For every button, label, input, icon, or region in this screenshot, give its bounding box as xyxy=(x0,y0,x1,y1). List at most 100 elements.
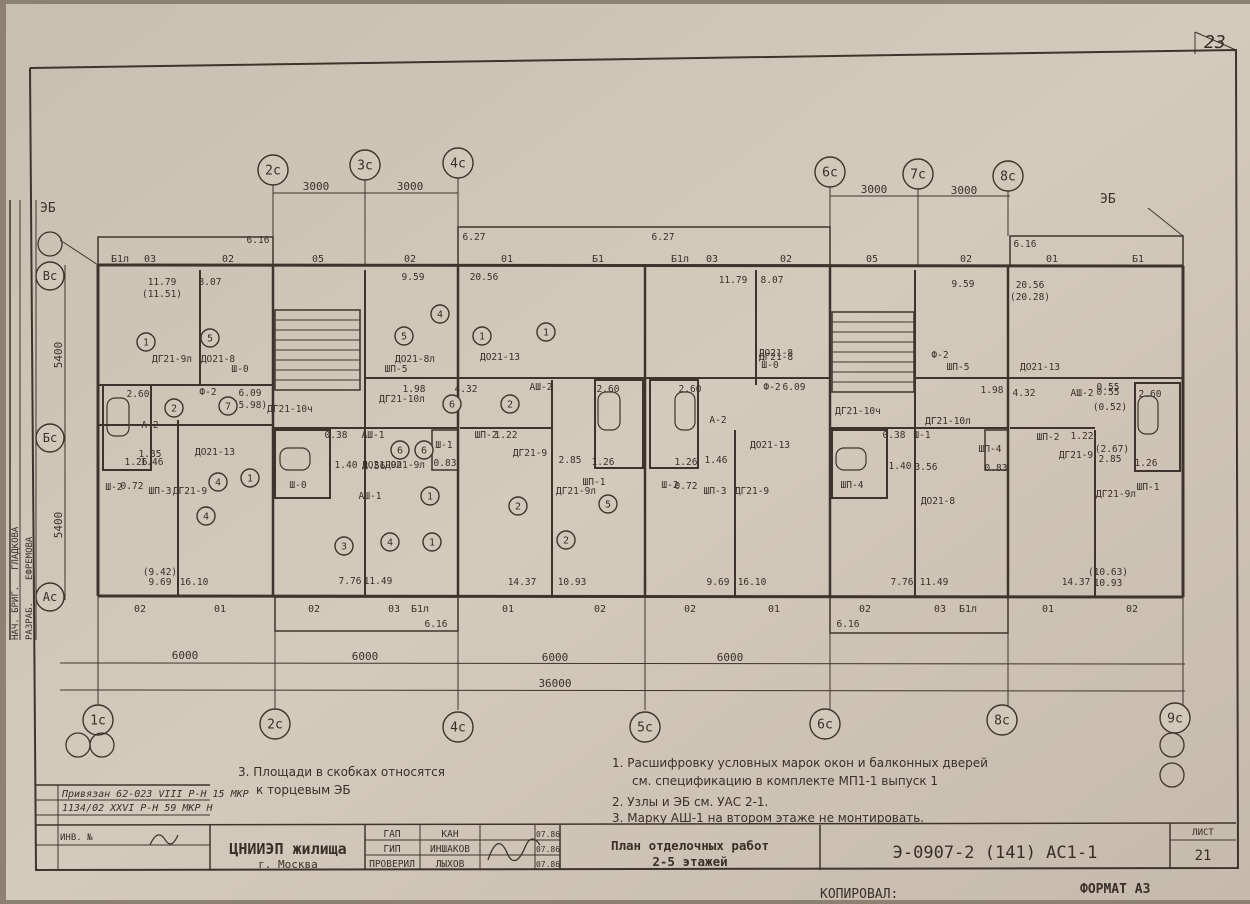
callout-bubble: 1 xyxy=(427,492,433,503)
element-mark: ДГ21-9 xyxy=(1059,450,1094,461)
area-label: 2.60 xyxy=(679,384,702,395)
window-mark-top: Б1 xyxy=(592,254,604,265)
callout-bubble: 1 xyxy=(543,328,549,339)
area-label: 9.59 xyxy=(952,279,975,290)
axis-bubble-bottom: 8c xyxy=(994,714,1010,729)
axis-bubble-top: 2c xyxy=(265,164,281,179)
area-label: 0.72 xyxy=(121,481,144,492)
area-label: (0.52) xyxy=(1093,402,1127,413)
element-mark: Ш-2 xyxy=(105,482,122,493)
callout-bubble: 6 xyxy=(421,446,427,457)
window-mark-bottom: Б1л xyxy=(411,604,429,615)
note-right-3: 2. Узлы и ЭБ см. УАС 2-1. xyxy=(612,795,768,809)
area-label: 1.35 xyxy=(139,449,162,460)
note-right-1: 1. Расшифровку условных марок окон и бал… xyxy=(612,756,988,770)
element-mark: ДО21-9л xyxy=(362,460,402,471)
area-label: 3.56 xyxy=(363,461,386,472)
callout-bubble: 4 xyxy=(437,310,443,321)
dimension-text: 6000 xyxy=(352,650,379,663)
callout-bubble-circle xyxy=(420,486,440,506)
callout-bubble-circle xyxy=(380,532,400,552)
element-mark: Ф-2 xyxy=(199,387,216,398)
area-label: 1.46 xyxy=(141,457,164,468)
area-label: (5.98) xyxy=(233,400,267,411)
callout-bubble: 2 xyxy=(563,536,569,547)
element-mark: Ш-1 xyxy=(435,440,452,451)
left-role-1: РАЗРАБ. xyxy=(25,602,35,640)
callout-bubble-circle xyxy=(430,304,450,324)
window-mark-bottom: 02 xyxy=(134,604,146,615)
callout-bubble: 4 xyxy=(387,538,393,549)
area-label: 0.83 xyxy=(985,463,1008,474)
dimension-text-total: 36000 xyxy=(538,677,571,690)
drawing-title-1: План отделочных работ xyxy=(611,838,769,853)
axis-marker-circle xyxy=(1159,732,1185,758)
title-date: 07.86 xyxy=(536,845,560,854)
drawing-title-2: 2-5 этажей xyxy=(652,854,727,869)
page-number: 23 xyxy=(1204,32,1226,53)
title-role: ГАП xyxy=(383,829,400,840)
window-mark-top: Б1л xyxy=(111,254,129,265)
window-mark-top: 03 xyxy=(144,254,156,265)
area-label: 1.26 xyxy=(675,457,698,468)
element-mark: АШ-2 xyxy=(1071,388,1094,399)
window-mark-bottom: 01 xyxy=(502,604,514,615)
callout-bubble-circle xyxy=(442,394,462,414)
window-mark-top: Б1 xyxy=(1132,254,1144,265)
axis-bubble-top: 4c xyxy=(450,157,466,172)
left-role-2: НАЧ. БРИГ. xyxy=(11,586,21,640)
element-mark: ШП-1 xyxy=(583,477,606,488)
window-mark-top: 05 xyxy=(312,254,324,265)
area-label: 6.16 xyxy=(837,619,860,630)
dimension-text: 3000 xyxy=(397,180,424,193)
callout-bubble-circle xyxy=(240,468,260,488)
title-name: ЛЫХОВ xyxy=(436,859,465,870)
element-mark: Ш-0 xyxy=(761,360,778,371)
area-label: 3.56 xyxy=(915,462,938,473)
dimension-text: 6000 xyxy=(717,651,744,664)
area-label: 1.26 xyxy=(125,457,148,468)
axis-bubble-top: 7c xyxy=(910,168,926,183)
axis-bubble-top: 3c xyxy=(357,159,373,174)
area-label: 4.32 xyxy=(455,384,478,395)
area-label: 1.26 xyxy=(1135,458,1158,469)
dimension-text-vertical: 5400 xyxy=(52,342,65,369)
callout-bubble: 4 xyxy=(203,512,209,523)
dimension-text: 3000 xyxy=(861,183,888,196)
element-mark: ДО21-8 xyxy=(201,354,236,365)
signature-mark xyxy=(487,838,541,862)
area-label: 11.49 xyxy=(920,577,949,588)
callout-bubble-circle xyxy=(472,326,492,346)
binding-stamp-1: Привязан 62-023 VIII Р-Н 15 МКР xyxy=(61,789,249,800)
axis-bubble-left-circle xyxy=(35,582,65,612)
area-label: 6.09 xyxy=(783,382,806,393)
organization-name: ЦНИИЭП жилища xyxy=(229,840,346,858)
callout-bubble-circle xyxy=(598,494,618,514)
callout-bubble-circle xyxy=(164,398,184,418)
element-mark: ДГ21-8 xyxy=(759,352,794,363)
axis-bubble-bottom-circle xyxy=(82,704,114,736)
callout-bubble: 5 xyxy=(401,332,407,343)
area-label: 10.93 xyxy=(1094,578,1123,589)
element-mark: Ф-2 xyxy=(763,382,780,393)
binding-stamp-2: 1134/02 XXVI Р-Н 59 МКР Н xyxy=(62,803,213,814)
area-label: 6.16 xyxy=(247,235,270,246)
axis-bubble-bottom: 5c xyxy=(637,721,653,736)
area-label: 11.79 xyxy=(148,277,177,288)
element-mark: ШП-2 xyxy=(1037,432,1060,443)
element-mark: ШП-3 xyxy=(149,486,172,497)
callout-bubble: 2 xyxy=(171,404,177,415)
element-mark: АШ-1 xyxy=(362,430,385,441)
note-left-1: 3. Площади в скобках относятся xyxy=(238,765,445,779)
callout-bubble: 2 xyxy=(507,400,513,411)
area-label: 9.69 xyxy=(707,577,730,588)
callout-bubble-circle xyxy=(556,530,576,550)
area-label: 4.32 xyxy=(1013,388,1036,399)
callout-bubble: 5 xyxy=(605,500,611,511)
dimension-text: 3000 xyxy=(303,180,330,193)
area-label: 20.56 xyxy=(470,272,499,283)
window-mark-bottom: 01 xyxy=(214,604,226,615)
axis-bubble-bottom-circle xyxy=(809,708,841,740)
area-label: 14.37 xyxy=(1062,577,1091,588)
